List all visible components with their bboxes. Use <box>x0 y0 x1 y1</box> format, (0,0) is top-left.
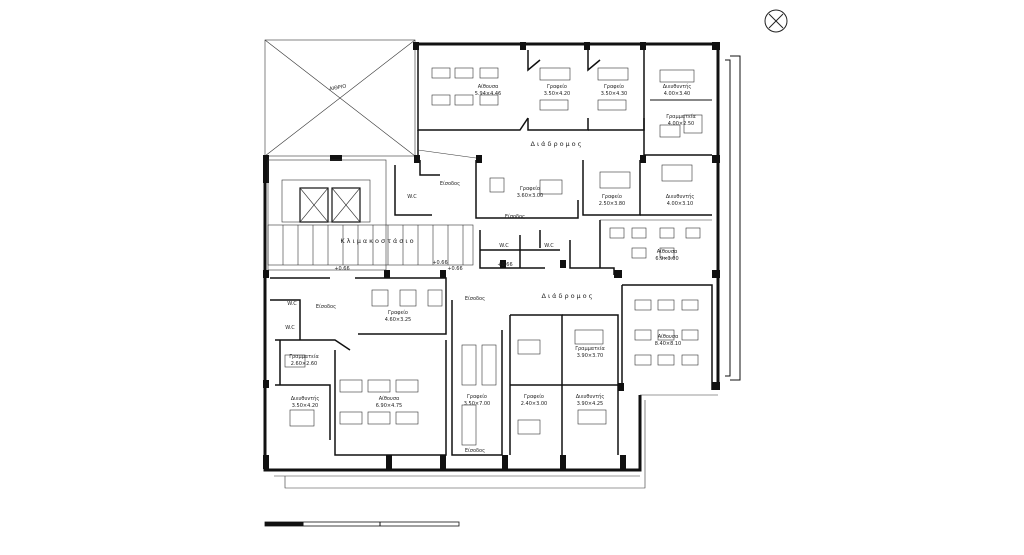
staircase-core: Κλιμακοστάσιο <box>267 159 474 271</box>
room-r17-dims: 2.40×3.00 <box>521 401 547 407</box>
room-r7-dims: 2.50×3.80 <box>599 201 625 207</box>
room-r10-dims: 8.40×8.10 <box>655 341 681 347</box>
room-r1-dims: 5.94×4.46 <box>475 91 501 97</box>
entry-area <box>270 160 560 340</box>
room-r1-name: Αίθουσα <box>478 83 499 90</box>
room-r15-name: Αίθουσα <box>379 395 400 402</box>
room-r16-dims: 3.50×7.00 <box>464 401 490 407</box>
room-r8-name: Διευθυντής <box>666 193 695 200</box>
room-r13-dims: 2.60×2.60 <box>291 361 317 367</box>
room-r14-dims: 3.50×4.20 <box>292 403 318 409</box>
room-r6-name: Γραφείο <box>520 185 540 192</box>
level-label-4: +0.66 <box>497 262 512 268</box>
room-r5-dims: 4.00×2.50 <box>668 121 694 127</box>
room-r4-name: Διευθυντής <box>663 83 692 90</box>
middle-right-rooms <box>475 160 712 275</box>
room-labels: Αίθουσα 5.94×4.46 Γραφείο 3.50×4.20 Γραφ… <box>289 83 696 409</box>
room-r9-dims: 6.9×3.00 <box>655 256 678 262</box>
atrium-void: ΑΙΘΡΙΟ <box>264 39 416 157</box>
level-label-3: +0.66 <box>447 266 462 272</box>
room-r14-name: Διευθυντής <box>291 395 320 402</box>
entrance-label-2: Είσοδος <box>505 213 525 220</box>
room-r5-name: Γραμματεία <box>666 113 696 120</box>
room-r15-dims: 6.90×4.75 <box>376 403 402 409</box>
space-labels: Διάδρομος Είσοδος Είσοδος Είσοδος Είσοδο… <box>285 180 595 454</box>
wc-label-1: W.C <box>407 194 417 200</box>
lower-middle-rooms <box>451 300 619 456</box>
wc-label-2: W.C <box>499 243 509 249</box>
entrance-label-4: Είσοδος <box>465 295 485 302</box>
large-room-right <box>621 284 713 390</box>
room-r3-dims: 3.50×4.30 <box>601 91 627 97</box>
wc-label-4: W.C <box>287 301 297 307</box>
room-r12-dims: 3.90×3.70 <box>577 353 603 359</box>
atrium-label: ΑΙΘΡΙΟ <box>329 84 347 93</box>
room-r6-dims: 3.60×3.00 <box>517 193 543 199</box>
lower-left-rooms <box>275 277 447 456</box>
room-r11-name: Γραφείο <box>388 309 408 316</box>
room-r2-dims: 3.50×4.20 <box>544 91 570 97</box>
room-r10-name: Αίθουσα <box>658 333 679 340</box>
outer-walls <box>263 42 741 489</box>
room-r7-name: Γραφείο <box>602 193 622 200</box>
room-r8-dims: 4.00×3.10 <box>667 201 693 207</box>
room-r11-dims: 4.60×3.25 <box>385 317 411 323</box>
wc-label-3: W.C <box>544 243 554 249</box>
room-r18-dims: 3.90×4.25 <box>577 401 603 407</box>
corridor-top-label: Διάδρομος <box>531 140 584 148</box>
north-arrow-icon <box>764 9 788 33</box>
room-r4-dims: 4.00×3.40 <box>664 91 690 97</box>
room-r18-name: Διευθυντής <box>576 393 605 400</box>
corridor-mid-label: Διάδρομος <box>542 292 595 300</box>
level-label-2: +0.66 <box>432 260 447 266</box>
columns <box>263 42 720 469</box>
room-r9-name: Αίθουσα <box>657 248 678 255</box>
entrance-label-1: Είσοδος <box>440 180 460 187</box>
entrance-label-3: Είσοδος <box>316 303 336 310</box>
scale-bar <box>264 521 460 527</box>
staircase-label: Κλιμακοστάσιο <box>340 237 415 245</box>
room-r2-name: Γραφείο <box>547 83 567 90</box>
room-r12-name: Γραμματεία <box>575 345 605 352</box>
entrance-label-5: Είσοδος <box>465 447 485 454</box>
level-label-1: +0.66 <box>334 266 349 272</box>
room-r17-name: Γραφείο <box>524 393 544 400</box>
wc-label-5: W.C <box>285 325 295 331</box>
room-r3-name: Γραφείο <box>604 83 624 90</box>
room-r16-name: Γραφείο <box>467 393 487 400</box>
top-rooms <box>417 50 712 159</box>
furniture-top <box>431 67 703 138</box>
room-r13-name: Γραμματεία <box>289 353 319 360</box>
